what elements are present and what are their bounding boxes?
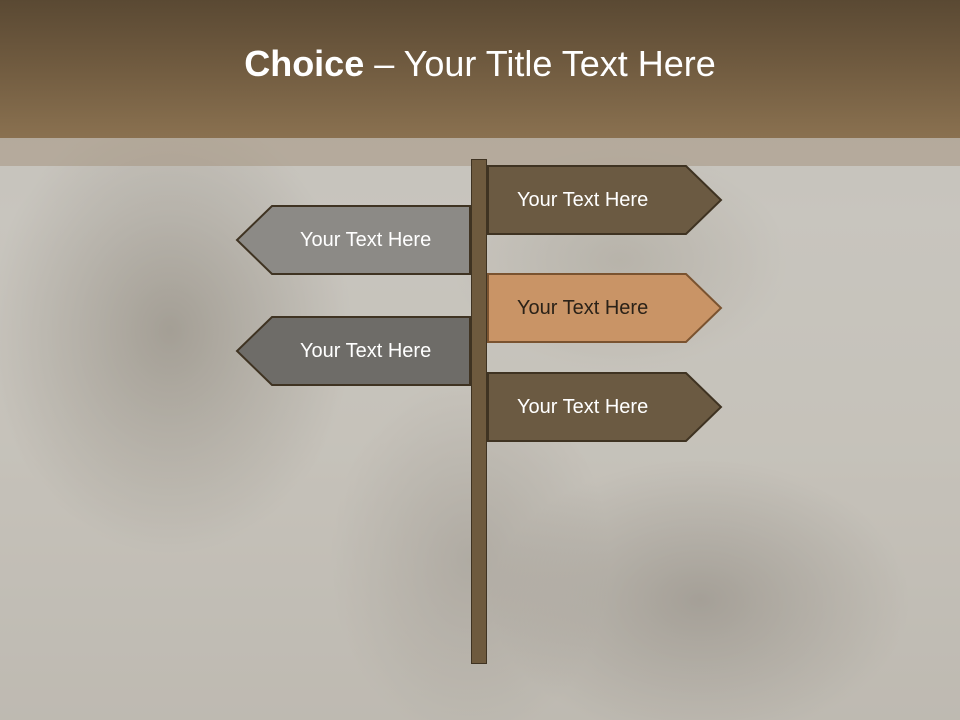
- signpost-arrow-left-2[interactable]: Your Text Here: [235, 316, 471, 386]
- title-bold: Choice: [244, 43, 365, 84]
- sign-label: Your Text Here: [300, 340, 432, 362]
- sign-label: Your Text Here: [517, 189, 649, 211]
- signpost-arrow-left-1[interactable]: Your Text Here: [235, 205, 471, 275]
- arrow-right-shape: [487, 372, 723, 442]
- slide-title[interactable]: Choice – Your Title Text Here: [244, 43, 716, 85]
- title-rest: – Your Title Text Here: [364, 43, 716, 84]
- signpost-pole: [471, 159, 487, 664]
- arrow-right-shape: [487, 273, 723, 343]
- sign-label: Your Text Here: [517, 297, 649, 319]
- signpost-arrow-right-3[interactable]: Your Text Here: [487, 372, 723, 442]
- sign-label: Your Text Here: [300, 229, 432, 251]
- sign-label: Your Text Here: [517, 396, 649, 418]
- title-bar: Choice – Your Title Text Here: [0, 0, 960, 138]
- signpost-arrow-right-1[interactable]: Your Text Here: [487, 165, 723, 235]
- arrow-left-shape: [235, 316, 471, 386]
- arrow-right-shape: [487, 165, 723, 235]
- arrow-left-shape: [235, 205, 471, 275]
- signpost-arrow-right-2[interactable]: Your Text Here: [487, 273, 723, 343]
